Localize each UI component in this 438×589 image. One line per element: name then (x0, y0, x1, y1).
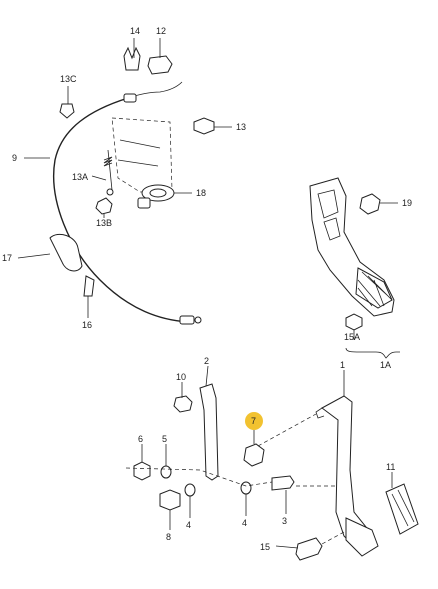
callout-15: 15 (260, 542, 270, 552)
callout-1: 1 (340, 360, 345, 370)
cable-assembly (49, 46, 215, 325)
callout-13b: 13B (96, 218, 112, 228)
clip-13c (59, 103, 75, 119)
callout-15a: 15A (344, 332, 360, 342)
grommet-15a (345, 313, 363, 331)
pad-11 (385, 483, 419, 535)
callout-13c: 13C (60, 74, 77, 84)
nut-13b (95, 197, 113, 215)
grommet-13 (193, 117, 215, 135)
callout-9: 9 (12, 153, 17, 163)
clip-12 (147, 55, 173, 75)
callout-labels: 14 12 13C 13 9 13A 18 13B 19 17 16 15A 1… (2, 26, 412, 552)
washer-4a (184, 483, 196, 497)
bolt-3 (271, 475, 295, 491)
pedal-lever-assembly (125, 383, 419, 561)
callout-4b: 4 (242, 518, 247, 528)
callout-16: 16 (82, 320, 92, 330)
callout-2: 2 (204, 356, 209, 366)
connector-16 (83, 275, 95, 297)
callout-17: 17 (2, 253, 12, 263)
clip-14 (123, 46, 141, 71)
callout-1a: 1A (380, 360, 391, 370)
callout-10: 10 (176, 372, 186, 382)
bushing-8 (159, 489, 181, 511)
washer-4b (240, 481, 252, 495)
callout-13a: 13A (72, 172, 88, 182)
callout-12: 12 (156, 26, 166, 36)
callout-5: 5 (162, 434, 167, 444)
band-17 (49, 233, 83, 272)
callout-13: 13 (236, 122, 246, 132)
bushing-7 (243, 443, 265, 467)
callout-6: 6 (138, 434, 143, 444)
sensor-15 (295, 537, 323, 561)
highlight-marker (245, 412, 263, 430)
callout-3: 3 (282, 516, 287, 526)
callout-11: 11 (386, 462, 395, 472)
callout-4a: 4 (186, 520, 191, 530)
cable-9 (53, 97, 189, 323)
cable-eye (194, 316, 202, 324)
nut-6 (133, 461, 151, 481)
callout-19: 19 (402, 198, 412, 208)
washer-5 (160, 465, 172, 479)
nut-10 (173, 395, 193, 413)
callout-7: 7 (251, 416, 256, 426)
cable-end-fitting (123, 93, 137, 103)
pedal-assembly-1a (309, 177, 400, 359)
callout-14: 14 (130, 26, 140, 36)
bolt-13a (106, 188, 114, 196)
leader-lines (17, 38, 398, 549)
callout-8: 8 (166, 532, 171, 542)
bracket-2 (199, 383, 219, 481)
nut-19 (359, 193, 381, 215)
callout-18: 18 (196, 188, 206, 198)
cable-lower-end (179, 315, 195, 325)
